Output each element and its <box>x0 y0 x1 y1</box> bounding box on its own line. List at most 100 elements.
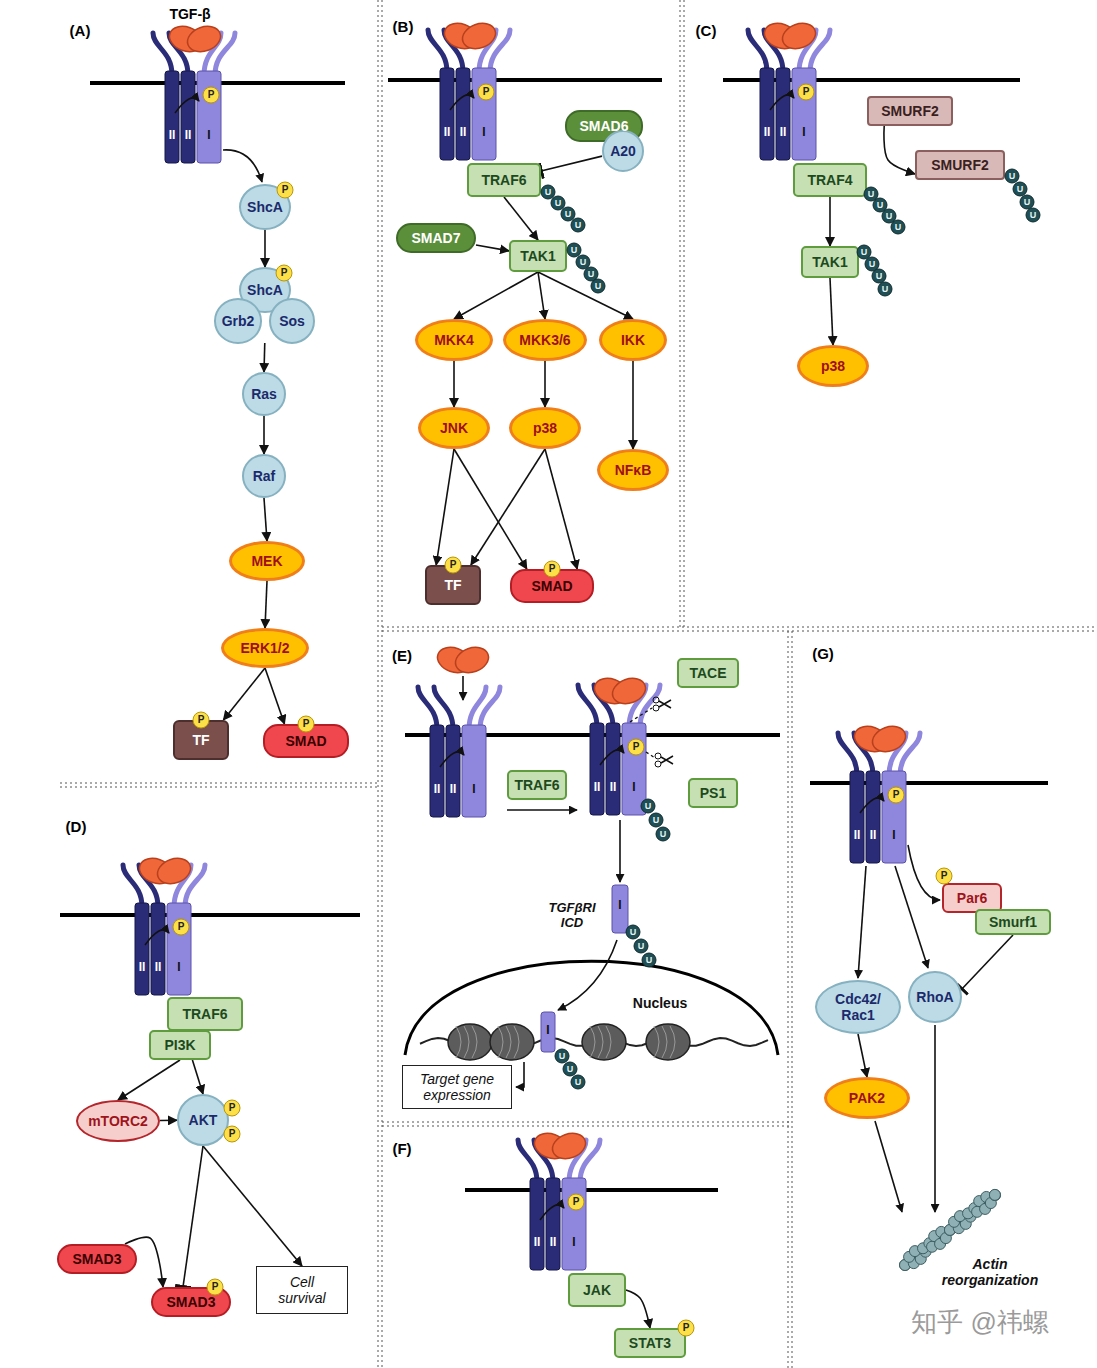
smad-box: SMAD3 <box>57 1244 137 1274</box>
receptor-numeral: II <box>185 128 192 142</box>
pathway-arrow <box>223 150 262 182</box>
tgf-beta-ligand <box>166 22 224 56</box>
panel-separator <box>684 0 685 629</box>
node-text: RhoA <box>916 989 953 1005</box>
ubiquitin-badge: U <box>641 799 656 814</box>
node-text: SMAD <box>285 733 326 749</box>
phospho-badge: P <box>798 84 815 101</box>
dna-wrap <box>654 1026 659 1058</box>
dna-wrap <box>464 1026 469 1058</box>
panel-separator <box>382 1126 790 1127</box>
node-text: Ras <box>251 386 277 402</box>
ubiquitin-badge: U <box>878 282 893 297</box>
scissors-blade <box>661 756 673 764</box>
cell-membrane <box>810 781 1048 785</box>
node-text: mTORC2 <box>88 1113 148 1129</box>
node-text: TRAF6 <box>182 1006 227 1022</box>
adaptor-box: TAK1 <box>801 246 859 278</box>
ubiquitin-badge: U <box>634 939 649 954</box>
activation-arrow <box>203 1146 302 1266</box>
phospho-badge: P <box>193 712 210 729</box>
receptor-complex <box>578 685 660 815</box>
protein-circle: RhoA <box>908 971 961 1023</box>
node-text: ShcA <box>247 199 283 215</box>
receptor-ectodomain <box>480 687 500 729</box>
receptor-complex <box>418 687 500 817</box>
kinase-oval: JNK <box>418 407 490 449</box>
phospho-badge: P <box>478 84 495 101</box>
node-text: STAT3 <box>629 1335 671 1351</box>
phospho-badge: P <box>544 561 561 578</box>
receptor-numeral: I <box>572 1235 575 1249</box>
type-i-receptor <box>882 771 906 863</box>
nucleosome <box>646 1024 690 1060</box>
protein-circle: Ras <box>242 372 286 416</box>
activation-arrow <box>264 230 266 267</box>
ubiquitin-badge: U <box>591 279 606 294</box>
node-text: SMAD3 <box>72 1251 121 1267</box>
node-text: SMURF2 <box>881 103 939 119</box>
node-text: Cdc42/ Rac1 <box>830 991 886 1023</box>
scissors-ring <box>653 705 659 711</box>
panel-letter: (A) <box>70 22 91 39</box>
pathway-arrow <box>558 940 617 1010</box>
watermark: 知乎 @祎螺 <box>911 1305 1049 1340</box>
ligand-lobe <box>459 19 499 53</box>
activation-arrow <box>192 1060 203 1094</box>
tgf-beta-ligand <box>851 722 909 756</box>
tgf-beta-ligand <box>591 674 649 708</box>
node-text: Sos <box>279 313 305 329</box>
inhibition-connector <box>541 156 602 171</box>
node-text: Raf <box>253 468 276 484</box>
kinase-oval: PAK2 <box>824 1077 910 1119</box>
activation-arrow <box>545 449 577 569</box>
pathway-arrow <box>875 1121 902 1212</box>
receptor-numeral: II <box>139 960 146 974</box>
ligase-box: SMURF2 <box>915 150 1005 180</box>
outcome-box: Cell survival <box>256 1266 348 1314</box>
phospho-badge: P <box>224 1126 241 1143</box>
type-ii-receptor <box>606 723 620 815</box>
node-text: TAK1 <box>520 248 556 264</box>
type-i-receptor <box>472 68 496 160</box>
nucleosome <box>490 1024 534 1060</box>
phospho-badge: P <box>207 1279 224 1296</box>
type-ii-receptor <box>440 68 454 160</box>
ubiquitin-badge: U <box>571 1075 586 1090</box>
smad-inhibitor-box: SMAD7 <box>396 223 476 253</box>
kinase-arrow <box>440 752 464 767</box>
ligand-lobe <box>609 674 649 708</box>
node-text: PS1 <box>700 785 726 801</box>
node-text: Smurf1 <box>989 914 1037 930</box>
activation-arrow <box>626 1290 650 1328</box>
kinase-oval: MKK3/6 <box>503 319 587 361</box>
dna-wrap <box>514 1026 519 1058</box>
ligand-lobe <box>154 854 194 888</box>
figure-label: Actin reorganization <box>930 1256 1050 1288</box>
receptor-complex <box>123 865 205 995</box>
panel-separator <box>792 631 793 1368</box>
receptor-numeral: II <box>610 780 617 794</box>
type-ii-receptor <box>456 68 470 160</box>
scissors-icon <box>655 753 673 767</box>
ligand-lobe <box>184 22 224 56</box>
receptor-numeral: II <box>460 125 467 139</box>
adaptor-box: PI3K <box>149 1030 211 1060</box>
ligand-lobe <box>779 19 819 53</box>
activation-arrow <box>436 449 454 565</box>
nucleosome <box>448 1024 492 1060</box>
node-text: TF <box>444 577 461 593</box>
dna-wrap <box>498 1026 503 1058</box>
node-text: SMAD <box>531 578 572 594</box>
ubiquitin-badge: U <box>626 925 641 940</box>
panel-letter: (C) <box>696 22 717 39</box>
pathway-arrow <box>507 809 577 811</box>
adaptor-box: TRAF4 <box>793 163 867 197</box>
receptor-complex <box>428 30 510 160</box>
ligase-box: SMURF2 <box>867 96 953 126</box>
histone <box>582 1024 626 1060</box>
figure-label: Nucleus <box>633 995 687 1011</box>
adaptor-box: STAT3 <box>614 1328 686 1358</box>
